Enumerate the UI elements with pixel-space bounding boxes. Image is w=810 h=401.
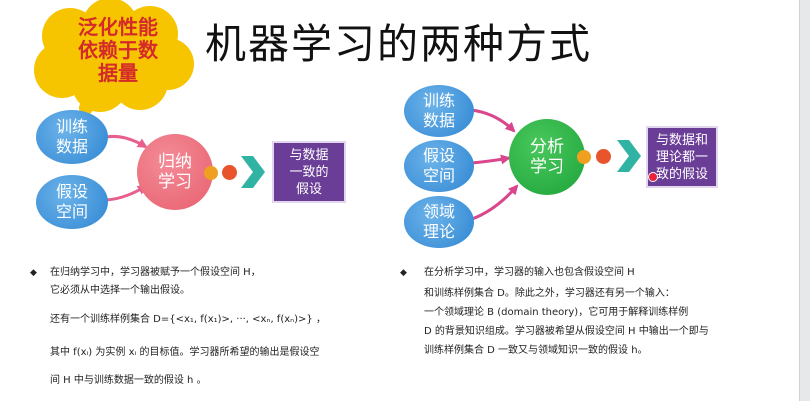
callout-cloud [34,0,194,124]
callout-text: 泛化性能 依赖于数 据量 [78,15,158,85]
node-hypothesis-space-left: 假设空间 [36,175,108,229]
left-text-line-4: 其中 f(xᵢ) 为实例 xᵢ 的目标值。学习器所希望的输出是假设空 [50,347,320,358]
bullet-icon: ◆ [400,268,407,278]
dot-orange-right [577,150,591,164]
left-text-line-3: 还有一个训练样例集合 D={<x₁, f(x₁)>, ···, <xₙ, f(x… [50,314,326,325]
node-consistent-hypothesis: 与数据一致的假设 [272,141,346,203]
arrow-hypothesis-to-analytic [471,154,511,165]
node-training-data-right: 训练数据 [404,85,474,137]
node-consistent-hypothesis-theory: 与数据和理论都一致的假设 [646,126,718,188]
dot-red-right [596,149,611,164]
node-inductive-learning: 归纳学习 [137,134,213,210]
arrow-domain-to-analytic [471,184,519,221]
right-text-line-3: 一个领域理论 B (domain theory)，它可用于解释训练样例 [424,307,689,318]
right-text-line-5: 训练样例集合 D 一致又与领域知识一致的假设 h。 [424,345,648,356]
dot-red-left [222,165,237,180]
right-text-line-4: D 的背景知识组成。学习器被希望从假设空间 H 中输出一个即与 [424,326,709,337]
node-domain-theory: 领域理论 [404,196,474,248]
left-text-line-2: 它必须从中选择一个输出假设。 [50,285,190,296]
chevron-left [241,156,265,188]
right-text-line-2: 和训练样例集合 D。除此之外，学习器还有另一个输入： [424,288,675,299]
node-training-data-left: 训练数据 [36,110,108,164]
bullet-icon: ◆ [30,268,37,278]
cursor-marker [648,172,658,182]
right-text-line-1: 在分析学习中，学习器的输入也包含假设空间 H [424,267,635,278]
arrow-training-to-analytic [470,108,516,133]
arrow-training-to-inductive [105,135,148,149]
node-hypothesis-space-right: 假设空间 [404,140,474,192]
dot-orange-left [204,166,218,180]
left-text-line-1: 在归纳学习中，学习器被赋予一个假设空间 H， [50,267,261,278]
left-text-line-5: 间 H 中与训练数据一致的假设 h 。 [50,375,207,386]
page-title: 机器学习的两种方式 [205,20,592,68]
chevron-right [617,140,641,172]
window-scroll-edge[interactable] [799,0,810,401]
node-analytic-learning: 分析学习 [509,119,585,195]
